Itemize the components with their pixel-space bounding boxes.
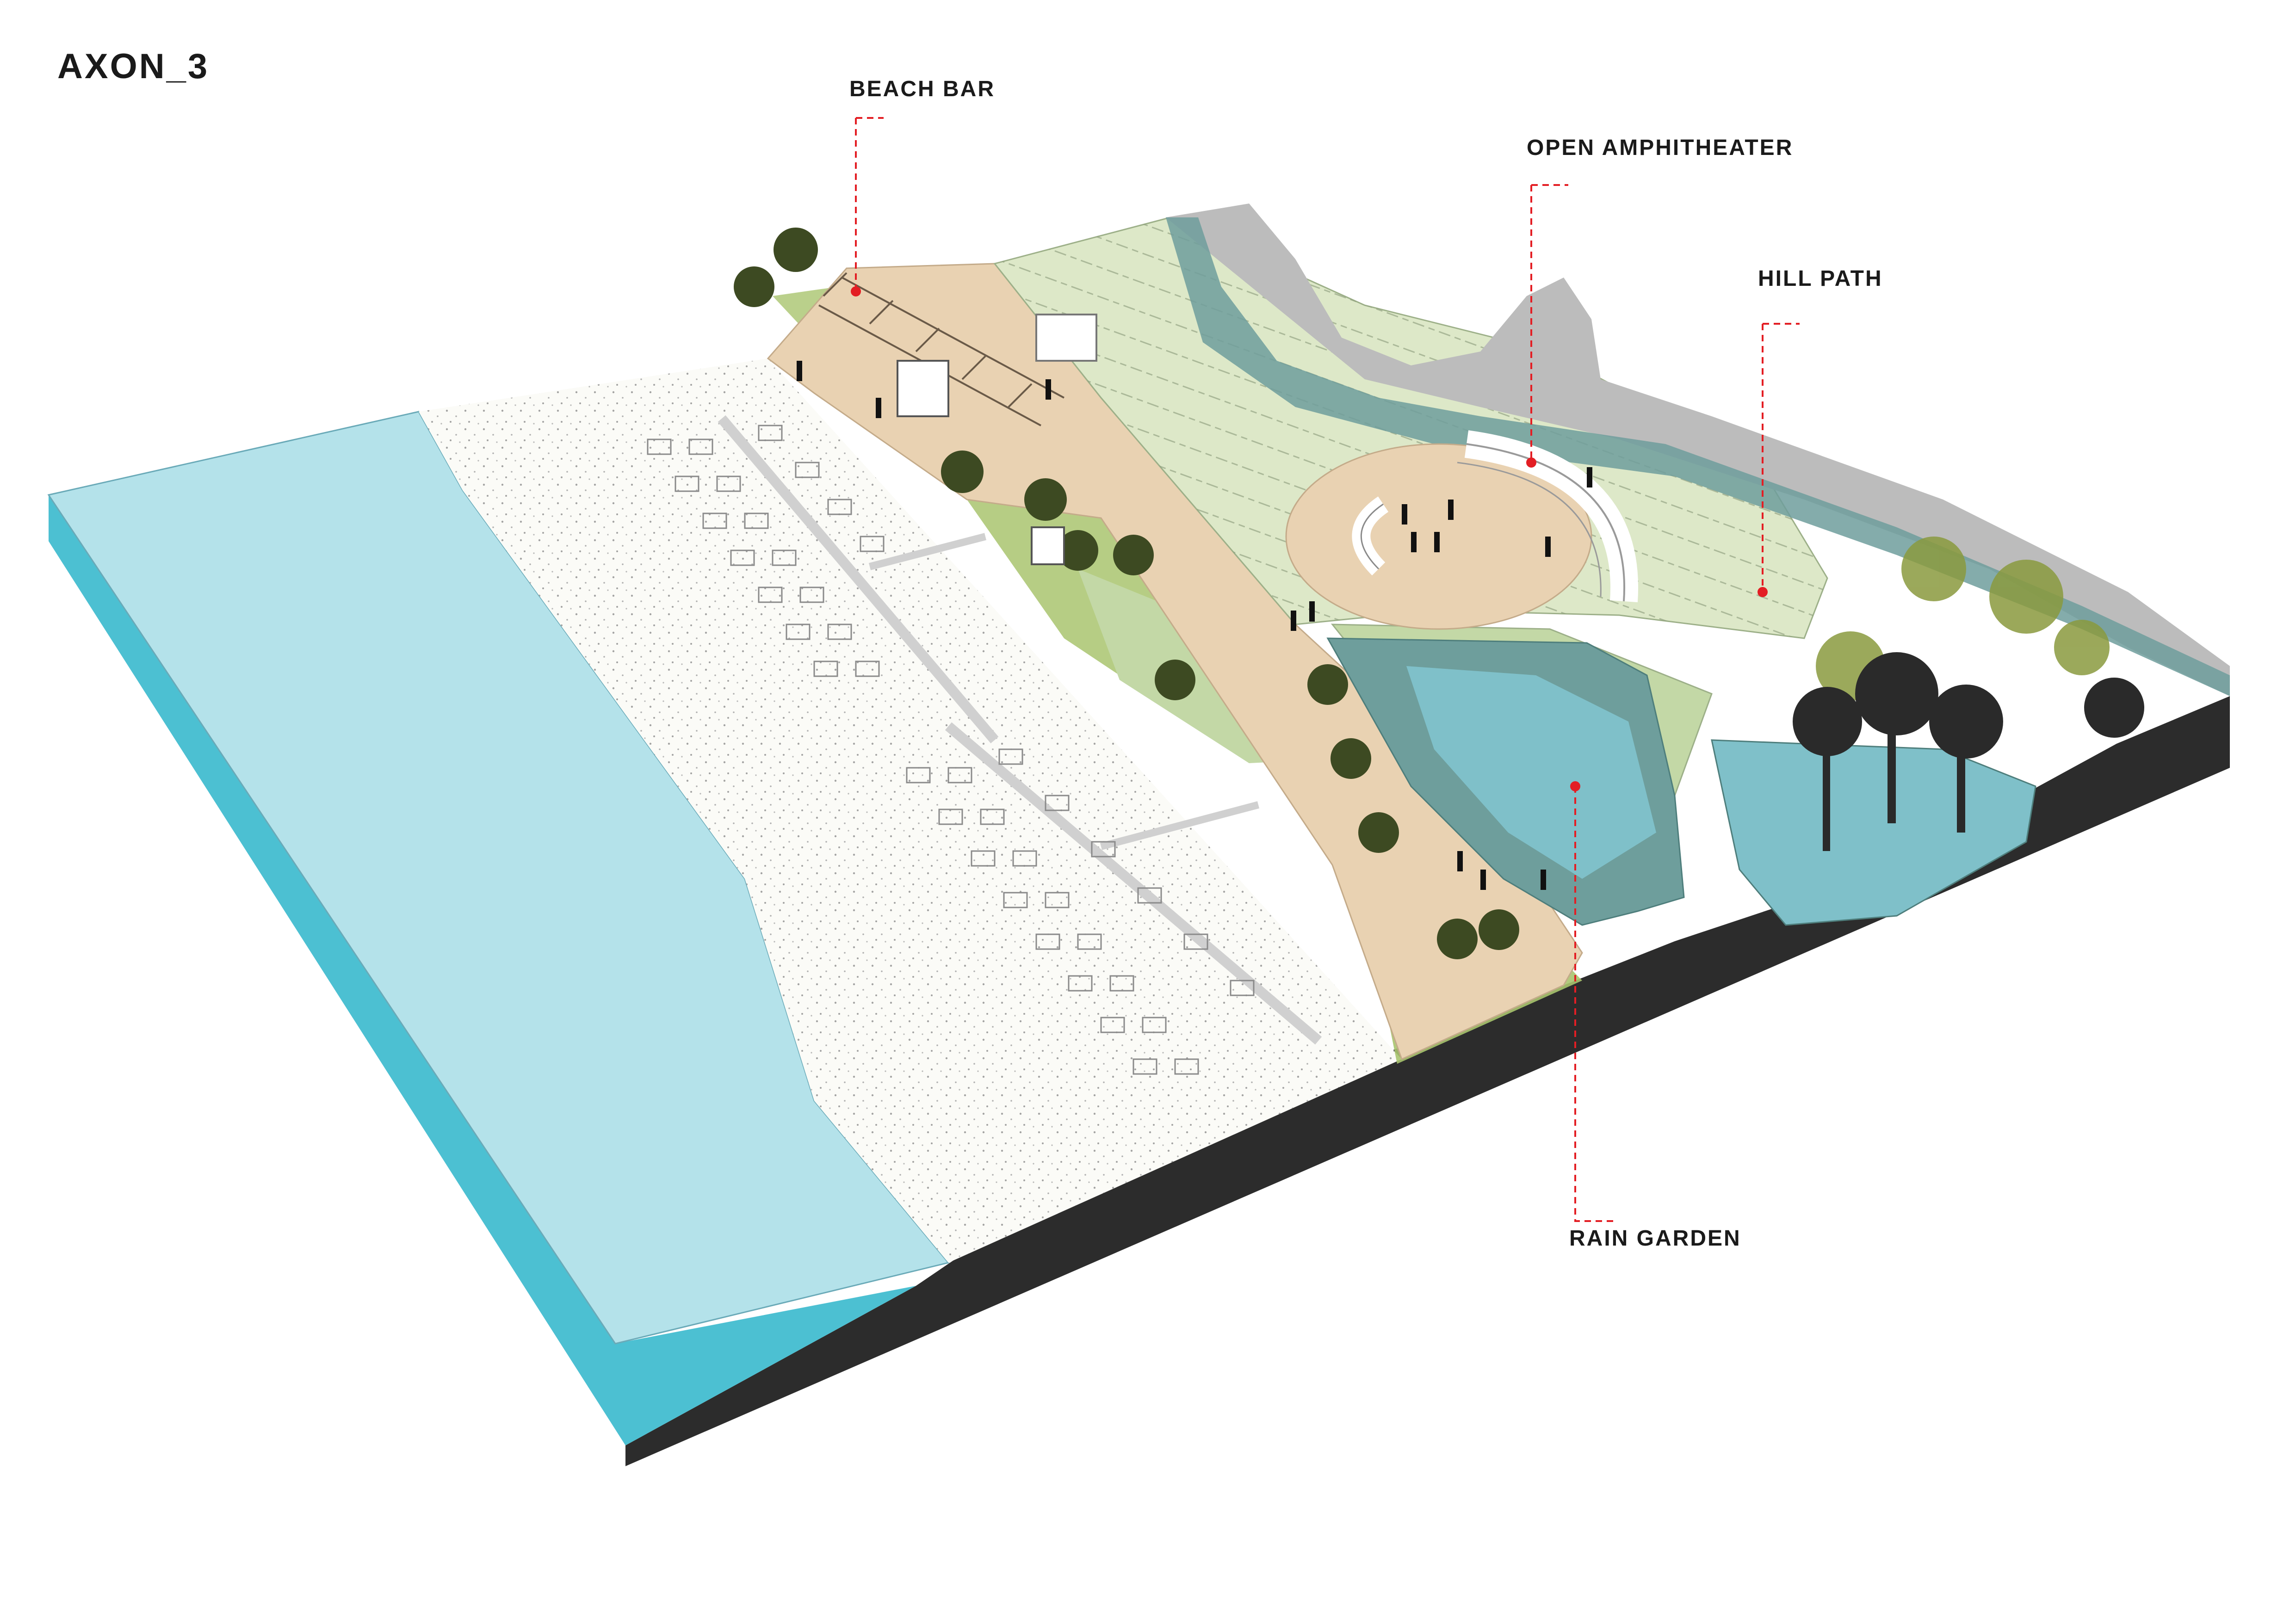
leader-hill-path <box>1762 323 1800 592</box>
beach-bar <box>818 272 1097 565</box>
trees <box>734 228 2144 959</box>
label-beach-bar: BEACH BAR <box>849 77 995 101</box>
leader-beach-bar <box>855 117 884 291</box>
beach-loungers <box>647 415 1322 1075</box>
rain-garden <box>1326 637 2036 926</box>
label-open-amphitheater: OPEN AMPHITHEATER <box>1527 136 1794 160</box>
leader-open-amphitheater <box>1530 184 1568 463</box>
diagram-title: AXON_3 <box>57 47 210 86</box>
people <box>797 361 1592 890</box>
label-rain-garden: RAIN GARDEN <box>1569 1226 1741 1251</box>
leader-dots <box>851 286 1768 791</box>
leader-rain-garden <box>1574 786 1615 1222</box>
leader-lines <box>855 117 1800 1222</box>
label-hill-path: HILL PATH <box>1758 266 1883 291</box>
sand-beach <box>419 358 1402 1263</box>
